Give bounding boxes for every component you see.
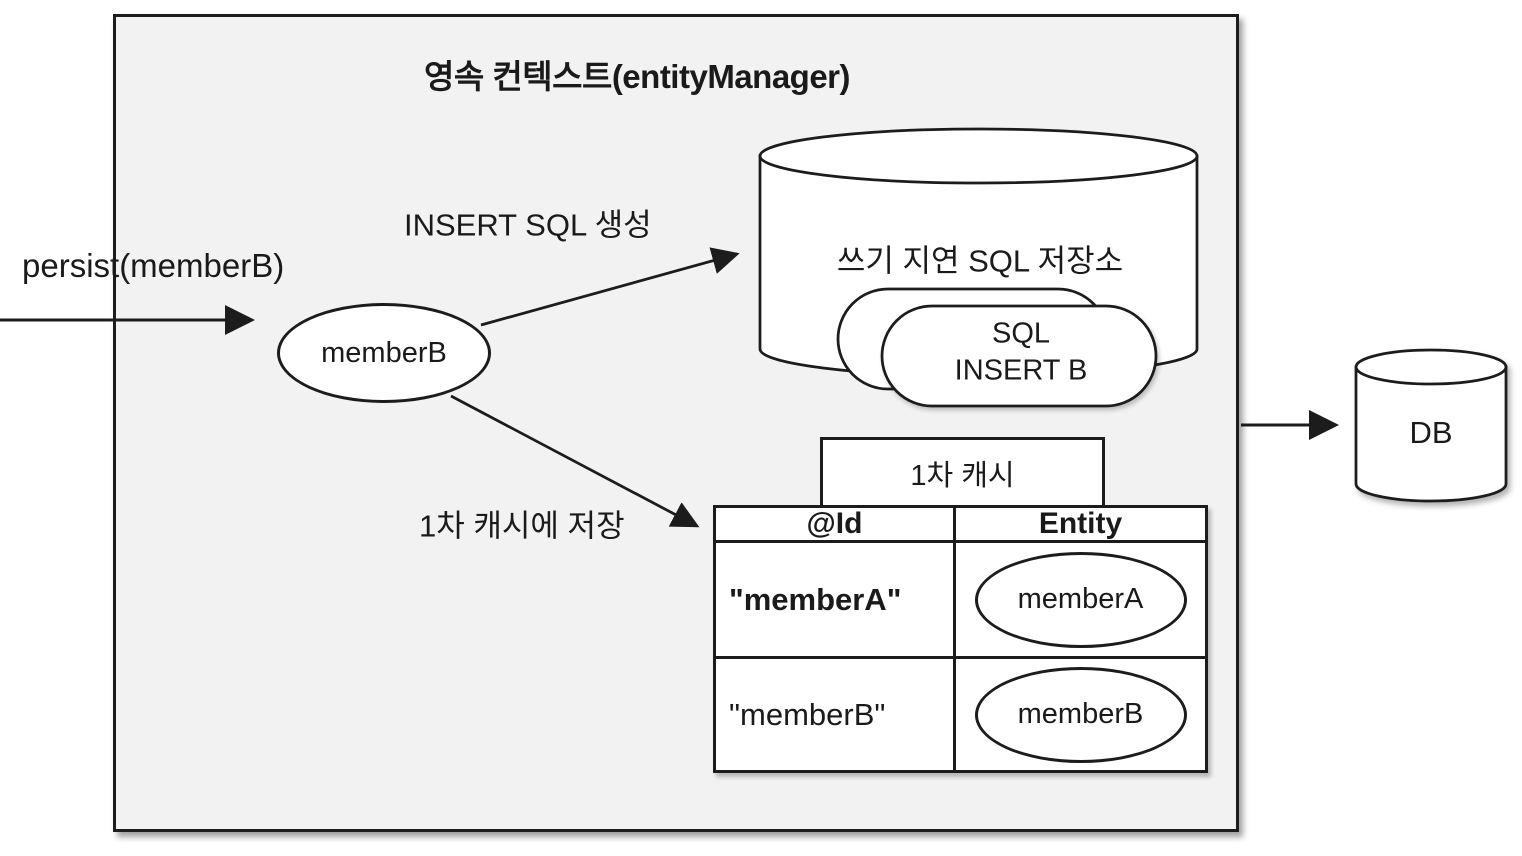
memberb-cached-entity-ellipse: memberB xyxy=(974,666,1187,763)
first-level-cache-title-box: 1차 캐시 xyxy=(820,437,1105,505)
memberb-entity-ellipse: memberB xyxy=(277,303,491,403)
cache-row-b-entity-cell: memberB xyxy=(956,659,1205,770)
db-cylinder-top xyxy=(1354,348,1508,386)
cache-store-label: 1차 캐시에 저장 xyxy=(419,508,625,544)
persist-label: persist(memberB) xyxy=(22,247,285,284)
db-label: DB xyxy=(1409,415,1453,450)
persistence-context-title: 영속 컨텍스트(entityManager) xyxy=(423,58,851,95)
memberb-entity-label: memberB xyxy=(321,336,447,369)
memberb-cached-entity-label: memberB xyxy=(1017,698,1144,730)
cache-row-b-id: "memberB" xyxy=(716,659,956,770)
cache-col-header-entity: Entity xyxy=(956,507,1205,543)
cache-row-a-id: "memberA" xyxy=(716,543,956,659)
membera-entity-label: memberA xyxy=(1017,583,1144,615)
first-level-cache-title: 1차 캐시 xyxy=(910,459,1015,492)
cache-col-header-id: @Id xyxy=(716,507,956,543)
sql-pill-text-line2: INSERT B xyxy=(954,354,1088,387)
write-behind-store-title: 쓰기 지연 SQL 저장소 xyxy=(836,243,1124,279)
first-level-cache-table: @Id Entity "memberA" memberA "memberB" m… xyxy=(713,505,1208,773)
insert-sql-label: INSERT SQL 생성 xyxy=(404,207,652,243)
cache-row-a-entity-cell: memberA xyxy=(956,543,1205,659)
membera-entity-ellipse: memberA xyxy=(974,551,1187,648)
sql-pill-text-line1: SQL xyxy=(991,317,1051,350)
